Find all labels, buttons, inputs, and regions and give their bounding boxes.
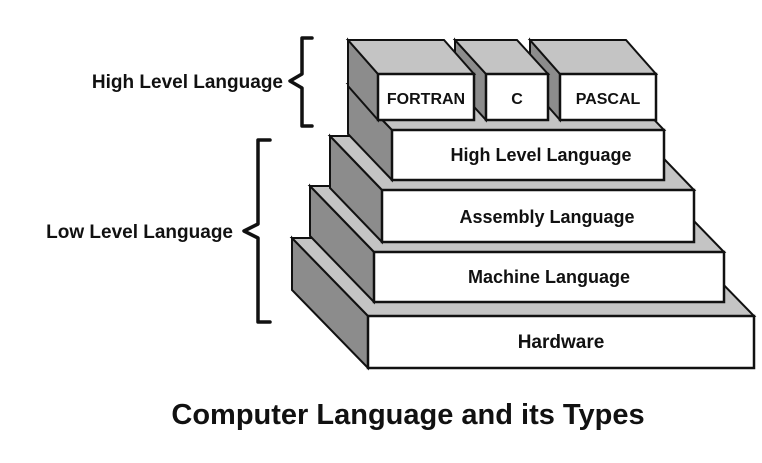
low-level-brace: [242, 138, 272, 324]
language-pascal: PASCAL: [527, 37, 659, 123]
layer-hardware-label: Hardware: [518, 332, 605, 353]
layer-high-level-label: High Level Language: [450, 145, 631, 165]
language-fortran-box: [376, 72, 476, 122]
layer-machine-box: [372, 250, 726, 304]
language-pascal-box: [558, 72, 658, 122]
language-c-box: [484, 72, 550, 122]
language-pascal-label: PASCAL: [576, 91, 641, 108]
high-level-bracket-label: High Level Language: [92, 72, 283, 93]
low-level-bracket-label: Low Level Language: [46, 222, 233, 243]
low-level-bracket: Low Level Language: [46, 138, 272, 324]
language-fortran-label: FORTRAN: [387, 91, 465, 108]
language-c-label: C: [511, 91, 523, 108]
layer-assembly-box: [380, 188, 696, 244]
language-fortran: FORTRAN: [345, 37, 477, 123]
high-level-brace: [288, 36, 314, 128]
layer-machine-label: Machine Language: [468, 267, 630, 287]
layer-hardware-box: [366, 314, 756, 370]
layer-assembly-label: Assembly Language: [459, 207, 634, 227]
layer-high-level-box: [390, 128, 666, 182]
diagram-caption: Computer Language and its Types: [171, 399, 644, 431]
high-level-bracket: High Level Language: [92, 36, 314, 128]
